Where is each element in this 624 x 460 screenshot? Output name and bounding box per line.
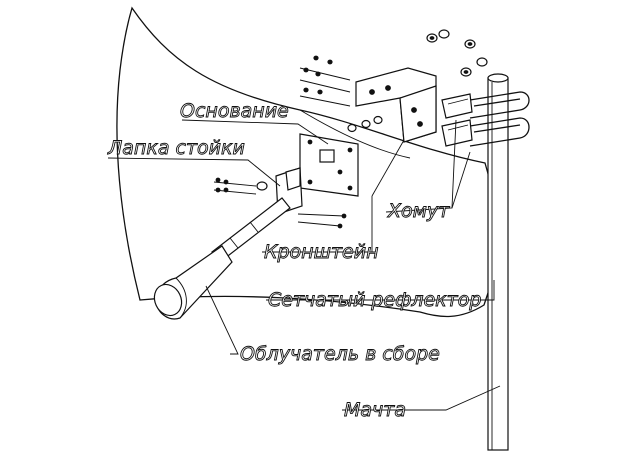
mast-paw-part (213, 167, 347, 229)
bracket-bolts (299, 55, 383, 133)
label-mesh-reflector: Сетчатый рефлектор (268, 289, 481, 311)
feed-horn (153, 245, 233, 320)
label-clamp: Хомут (387, 200, 450, 222)
label-mast-paw: Лапка стойки (107, 137, 245, 159)
label-mast: Мачта (344, 399, 406, 421)
reflector-inner-curve (299, 109, 411, 159)
label-feed-assembly: Облучатель в сборе (240, 343, 440, 365)
base-plate (299, 133, 359, 197)
fasteners-top (426, 29, 488, 77)
label-base: Основание (180, 100, 289, 122)
clamp-upper (441, 91, 530, 119)
mast-pole (487, 73, 509, 451)
bracket-part (355, 67, 437, 143)
clamp-lower (441, 117, 530, 147)
leader-lines (107, 119, 501, 411)
label-bracket: Кронштейн (264, 241, 379, 263)
